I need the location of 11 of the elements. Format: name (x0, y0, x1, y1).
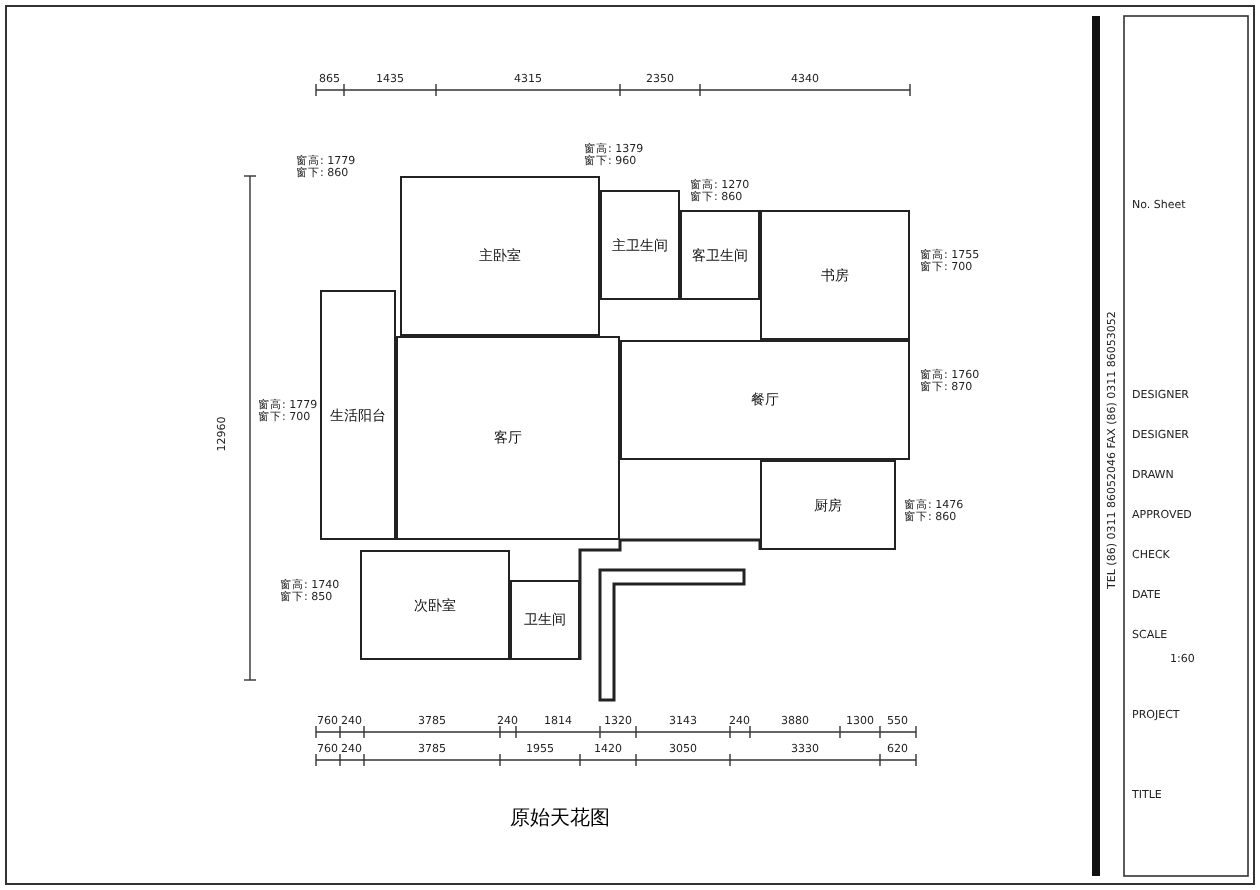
room-outline (400, 176, 600, 336)
room-outline (510, 580, 580, 660)
room-outline (360, 550, 510, 660)
room-outline (320, 290, 396, 540)
room-outline (396, 336, 620, 540)
drawing-title: 原始天花图 (510, 805, 610, 832)
room-outline (760, 210, 910, 340)
room-outline (620, 340, 910, 460)
room-outline (760, 460, 896, 550)
room-outline (680, 210, 760, 300)
room-outline (600, 190, 680, 300)
